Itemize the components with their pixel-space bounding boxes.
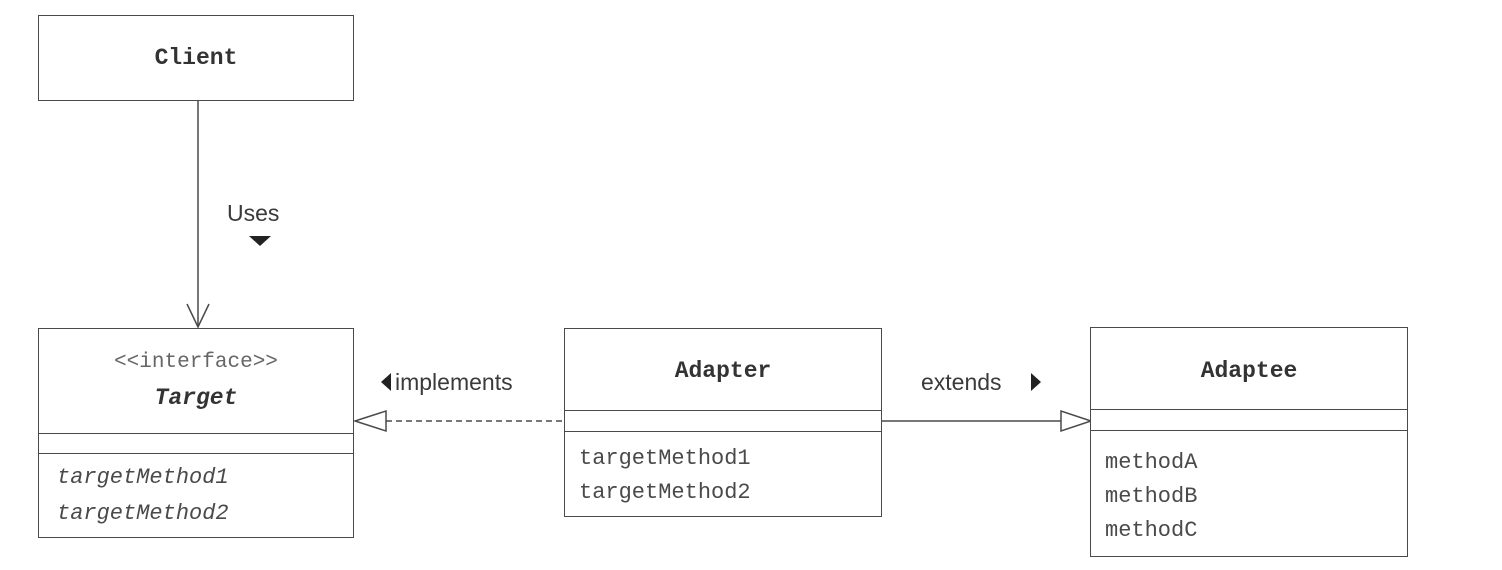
adaptee-class: Adaptee methodA methodB methodC [1090, 327, 1408, 557]
adapter-class-name: Adapter [674, 358, 772, 384]
adapter-method: targetMethod2 [579, 480, 751, 505]
extends-arrowhead [1060, 409, 1094, 433]
adaptee-method: methodB [1105, 484, 1198, 509]
uses-label: Uses [227, 200, 280, 226]
client-class: Client [38, 15, 354, 101]
adaptee-divider-top [1091, 409, 1407, 410]
target-stereotype: <<interface>> [114, 351, 278, 374]
adaptee-method: methodA [1105, 450, 1198, 475]
target-method: targetMethod1 [57, 465, 229, 490]
uses-direction-icon [249, 236, 271, 246]
adaptee-divider-bottom [1091, 430, 1407, 431]
adapter-divider-bottom [565, 431, 881, 432]
target-divider-top [39, 433, 353, 434]
target-interface: <<interface>> Target targetMethod1 targe… [38, 328, 354, 538]
implements-direction-icon [381, 373, 391, 391]
implements-label: implements [395, 369, 513, 395]
adaptee-method: methodC [1105, 518, 1198, 543]
target-interface-name: Target [154, 385, 238, 411]
adapter-class: Adapter targetMethod1 targetMethod2 [564, 328, 882, 517]
client-class-name: Client [154, 45, 238, 71]
adaptee-class-name: Adaptee [1200, 358, 1298, 384]
adapter-divider-top [565, 410, 881, 411]
extends-label: extends [921, 369, 1002, 395]
adapter-method: targetMethod1 [579, 446, 751, 471]
implements-arrowhead [352, 409, 387, 433]
uses-arrowhead [186, 303, 210, 329]
extends-direction-icon [1031, 373, 1041, 391]
target-method: targetMethod2 [57, 501, 229, 526]
target-divider-bottom [39, 453, 353, 454]
